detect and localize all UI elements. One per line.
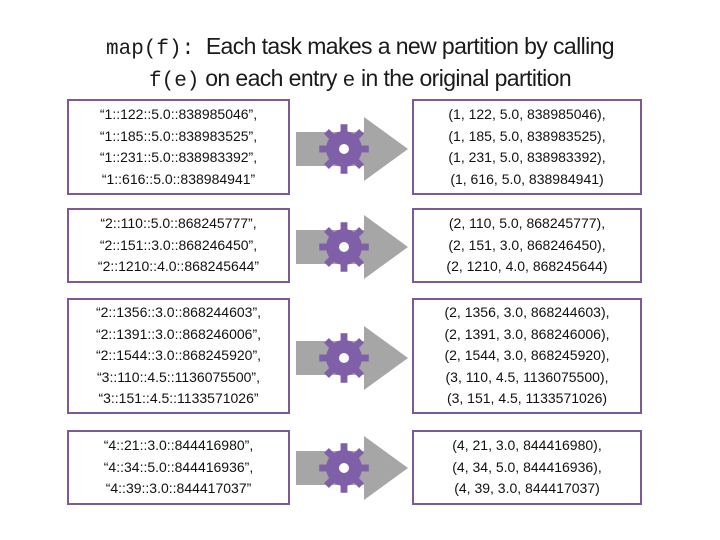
right-arrow-icon bbox=[296, 117, 408, 181]
output-entry: (2, 151, 3.0, 868246450), bbox=[448, 236, 606, 253]
input-entry: “2::110::5.0::868245777”, bbox=[100, 215, 257, 232]
map-arrow-2 bbox=[296, 209, 412, 285]
input-entry: “4::34::5.0::844416936”, bbox=[103, 458, 254, 475]
map-function-code: map(f): bbox=[106, 38, 195, 61]
input-entry: “2::1356::3.0::868244603”, bbox=[95, 304, 262, 321]
output-entry: (3, 110, 4.5, 1136075500), bbox=[445, 368, 609, 385]
title-text-2b: in the original partition bbox=[360, 65, 572, 91]
output-partition-3: (2, 1356, 3.0, 868244603), (2, 1391, 3.0… bbox=[412, 298, 642, 414]
map-arrow-4 bbox=[296, 430, 412, 506]
map-arrow-1 bbox=[296, 111, 412, 187]
map-arrow-3 bbox=[296, 320, 412, 396]
output-entry: (1, 616, 5.0, 838984941) bbox=[450, 170, 604, 187]
output-entry: (1, 122, 5.0, 838985046), bbox=[448, 106, 606, 122]
input-entry: “2::1210::4.0::868245644” bbox=[97, 258, 260, 275]
gear-icon bbox=[319, 333, 369, 383]
input-partition-4: “4::21::3.0::844416980”, “4::34::5.0::84… bbox=[67, 430, 290, 505]
right-arrow-icon bbox=[296, 326, 408, 390]
output-entry: (4, 39, 3.0, 844417037) bbox=[454, 480, 600, 497]
output-entry: (4, 21, 3.0, 844416980), bbox=[452, 437, 602, 454]
input-entry: “3::110::4.5::1136075500”, bbox=[97, 368, 260, 385]
output-partition-4: (4, 21, 3.0, 844416980), (4, 34, 5.0, 84… bbox=[412, 430, 642, 505]
title-text-2a: on each entry bbox=[205, 65, 337, 91]
input-partition-3: “2::1356::3.0::868244603”, “2::1391::3.0… bbox=[67, 298, 290, 414]
output-entry: (2, 1391, 3.0, 868246006), bbox=[444, 325, 610, 342]
input-entry: “1::231::5.0::838983392”, bbox=[99, 149, 258, 165]
gear-icon bbox=[319, 222, 369, 272]
output-entry: (1, 231, 5.0, 838983392), bbox=[448, 149, 606, 165]
input-entry: “1::616::5.0::838984941” bbox=[101, 170, 256, 187]
input-entry: “1::185::5.0::838983525”, bbox=[99, 127, 258, 144]
output-entry: (2, 1210, 4.0, 868245644) bbox=[446, 258, 608, 275]
input-entry: “4::21::3.0::844416980”, bbox=[103, 437, 254, 454]
input-entry: “4::39::3.0::844417037” bbox=[105, 480, 252, 497]
input-entry: “2::151::3.0::868246450”, bbox=[99, 236, 258, 253]
f-of-e-code: f(e) bbox=[148, 70, 200, 93]
slide-title-line-2: f(e) on each entry e in the original par… bbox=[0, 62, 720, 98]
output-entry: (4, 34, 5.0, 844416936), bbox=[452, 458, 602, 475]
input-partition-2: “2::110::5.0::868245777”, “2::151::3.0::… bbox=[67, 208, 290, 283]
input-partition-1: “1::122::5.0::838985046”, “1::185::5.0::… bbox=[67, 99, 290, 195]
output-entry: (3, 151, 4.5, 1133571026) bbox=[446, 390, 608, 407]
input-entry: “1::122::5.0::838985046”, bbox=[99, 106, 258, 122]
right-arrow-icon bbox=[296, 436, 408, 500]
title-text-1: Each task makes a new partition by calli… bbox=[205, 33, 615, 59]
gear-icon bbox=[319, 124, 369, 174]
gear-icon bbox=[319, 443, 369, 493]
input-entry: “2::1391::3.0::868246006”, bbox=[95, 325, 262, 342]
slide-title-line-1: map(f): Each task makes a new partition … bbox=[0, 30, 720, 66]
output-entry: (2, 110, 5.0, 868245777), bbox=[448, 215, 606, 232]
output-partition-1: (1, 122, 5.0, 838985046), (1, 185, 5.0, … bbox=[412, 99, 642, 195]
e-code: e bbox=[342, 70, 356, 93]
output-entry: (2, 1356, 3.0, 868244603), bbox=[444, 304, 610, 321]
input-entry: “3::151::4.5::1133571026” bbox=[98, 390, 259, 407]
input-entry: “2::1544::3.0::868245920”, bbox=[95, 347, 262, 364]
output-entry: (2, 1544, 3.0, 868245920), bbox=[444, 347, 610, 364]
output-partition-2: (2, 110, 5.0, 868245777), (2, 151, 3.0, … bbox=[412, 208, 642, 283]
right-arrow-icon bbox=[296, 215, 408, 279]
output-entry: (1, 185, 5.0, 838983525), bbox=[448, 127, 606, 144]
